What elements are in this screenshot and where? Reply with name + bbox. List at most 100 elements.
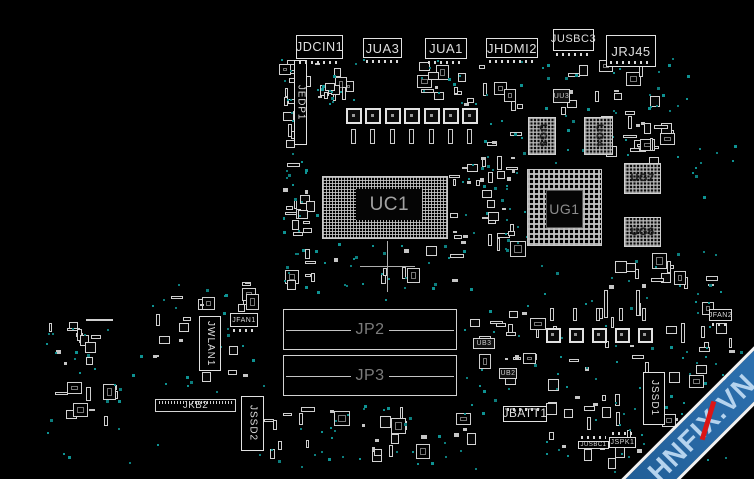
smd-part [689, 375, 704, 388]
smd-part [342, 87, 346, 100]
smd-part [453, 231, 457, 233]
test-point [107, 329, 109, 331]
capacitor [370, 129, 375, 144]
test-point [387, 407, 390, 410]
test-point [186, 376, 189, 379]
smd-part [419, 62, 430, 71]
test-point [448, 78, 451, 81]
test-point [679, 285, 681, 287]
smd-part [454, 87, 458, 94]
test-point [658, 71, 660, 73]
test-point [340, 91, 342, 93]
smd-part [511, 101, 516, 111]
jssd2-label: JSSD2 [247, 405, 259, 442]
smd-part [602, 395, 606, 401]
test-point [448, 257, 450, 259]
smd-part [628, 116, 632, 129]
test-point [629, 429, 631, 431]
smd-part [509, 311, 518, 318]
smd-part [644, 123, 651, 134]
smd-part [504, 89, 516, 102]
test-point [286, 177, 288, 179]
test-point [650, 106, 652, 108]
capacitor [390, 129, 395, 144]
ug5-label: UG5 [537, 124, 548, 148]
pin-row-jhdmi2 [489, 60, 535, 63]
test-point [409, 417, 412, 420]
smd-part [637, 449, 642, 453]
test-point [556, 272, 559, 275]
test-point [547, 77, 550, 80]
test-point [385, 299, 387, 301]
test-point [372, 245, 374, 247]
test-point [662, 94, 665, 97]
test-point [284, 80, 286, 82]
ug1: UG1 [527, 169, 602, 246]
smd-part [159, 336, 170, 344]
smd-part [303, 221, 310, 224]
capacitor [642, 308, 646, 321]
test-point [699, 148, 701, 150]
smd-part [456, 413, 471, 425]
smd-part [298, 210, 308, 219]
smd-part [238, 304, 245, 312]
ug7-label: UG7 [630, 172, 655, 184]
test-point [206, 289, 209, 292]
smd-part [86, 319, 113, 321]
test-point [216, 391, 218, 393]
smd-part [300, 195, 310, 204]
test-point [301, 466, 303, 468]
capacitor [550, 308, 554, 321]
test-point [453, 83, 456, 86]
smd-part [523, 353, 536, 364]
smd-part [421, 435, 427, 439]
test-point [506, 219, 508, 221]
test-point [350, 265, 352, 267]
test-point [338, 243, 341, 246]
test-point [703, 196, 706, 199]
test-point [305, 169, 308, 172]
smd-part [228, 370, 237, 375]
mosfet-package [443, 108, 459, 124]
mosfet-package [638, 328, 653, 343]
test-point [709, 284, 712, 287]
smd-part [497, 238, 500, 251]
smd-part [463, 235, 468, 238]
test-point [305, 172, 307, 174]
test-point [227, 328, 229, 330]
mosfet-pad [574, 333, 577, 336]
uc1-label: UC1 [369, 193, 410, 215]
smd-part [179, 339, 183, 342]
test-point [401, 245, 403, 247]
uc1: UC1 [322, 176, 448, 239]
test-point [613, 72, 615, 74]
mosfet-pad [468, 114, 471, 117]
smd-part [490, 321, 503, 324]
test-point [362, 283, 364, 285]
test-point [287, 99, 289, 101]
test-point [708, 302, 710, 304]
smd-part [287, 280, 296, 290]
test-point [611, 277, 613, 279]
test-point [388, 278, 390, 280]
smd-part [562, 445, 566, 448]
test-point [486, 94, 488, 96]
smd-part [549, 432, 554, 440]
test-point [344, 284, 346, 286]
test-point [509, 208, 511, 210]
jusbc3-label: JUSBC3 [550, 33, 597, 46]
smd-part [428, 72, 439, 80]
smd-part [284, 97, 288, 106]
test-point [465, 214, 467, 216]
test-point [314, 454, 316, 456]
test-point [670, 395, 673, 398]
test-point [487, 156, 489, 158]
test-point [605, 325, 607, 327]
test-point [656, 105, 658, 107]
test-point [129, 462, 131, 464]
smd-part [453, 179, 456, 186]
test-point [517, 226, 519, 228]
test-point [556, 388, 558, 390]
test-point [612, 136, 614, 138]
jbatt1: JBATT1 [503, 406, 547, 422]
